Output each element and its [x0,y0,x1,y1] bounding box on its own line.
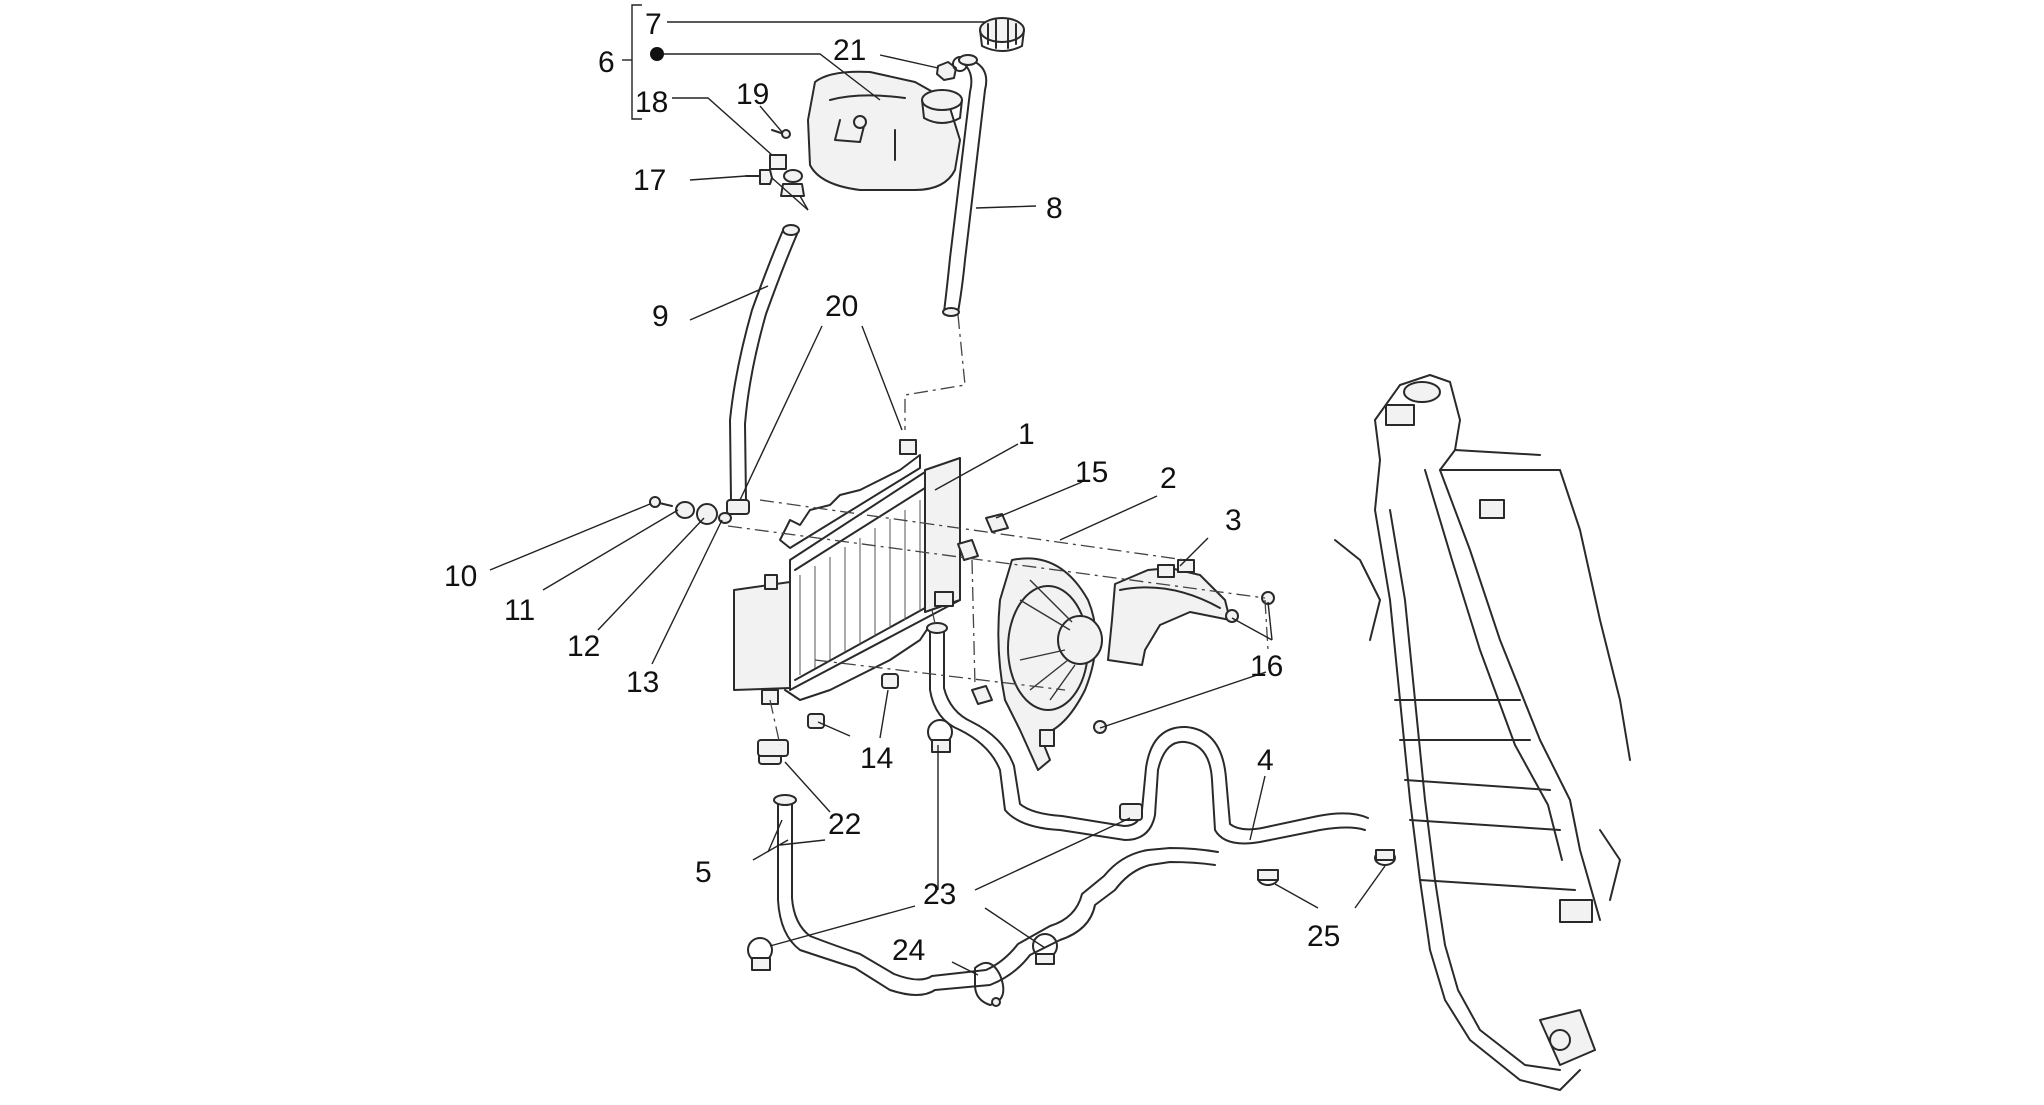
callout-4: 4 [1257,744,1274,777]
callout-19: 19 [736,78,769,111]
callout-23: 23 [923,878,956,911]
radiator-part [733,439,961,705]
tank-group-dot [650,47,664,61]
callout-22: 22 [828,808,861,841]
fan-part [997,557,1103,771]
hose-9-part [726,224,800,515]
callout-12: 12 [567,630,600,663]
filler-cap-part [979,17,1025,52]
shroud-part [1107,559,1231,666]
callout-3: 3 [1225,504,1242,537]
callout-5: 5 [695,856,712,889]
callout-17: 17 [633,164,666,197]
callout-25: 25 [1307,920,1340,953]
callout-labels: 7 6 21 18 19 17 8 9 20 1 15 2 3 10 11 12… [444,8,1340,967]
callout-16: 16 [1250,650,1283,683]
callout-20: 20 [825,290,858,323]
callout-15: 15 [1075,456,1108,489]
callout-13: 13 [626,666,659,699]
callout-2: 2 [1160,462,1177,495]
hose-clip-24-part [974,961,1005,1007]
hose-clamps-23-part [747,719,1058,971]
callout-18: 18 [635,86,668,119]
bolt-21-part [936,56,968,81]
overflow-hose-8-part [942,54,988,317]
callout-11: 11 [504,594,535,627]
hose-4-part [926,622,1369,845]
callout-8: 8 [1046,192,1063,225]
hose-5-part [757,739,1219,996]
callout-14: 14 [860,742,893,775]
expansion-tank-part [807,70,963,191]
clip-15-part [957,513,1009,705]
callout-24: 24 [892,934,925,967]
assembly-guide-lines [727,314,1269,746]
callout-9: 9 [652,300,669,333]
callout-6: 6 [598,46,615,79]
clamps-25-part [1257,849,1396,886]
motorcycle-frame-part [1334,374,1631,1091]
leader-lines [489,21,1386,976]
callout-21: 21 [833,34,866,67]
callout-7: 7 [645,8,662,41]
bracket-group-6 [622,4,642,120]
callout-1: 1 [1018,418,1035,451]
callout-10: 10 [444,560,477,593]
tank-mount-parts [745,129,805,197]
